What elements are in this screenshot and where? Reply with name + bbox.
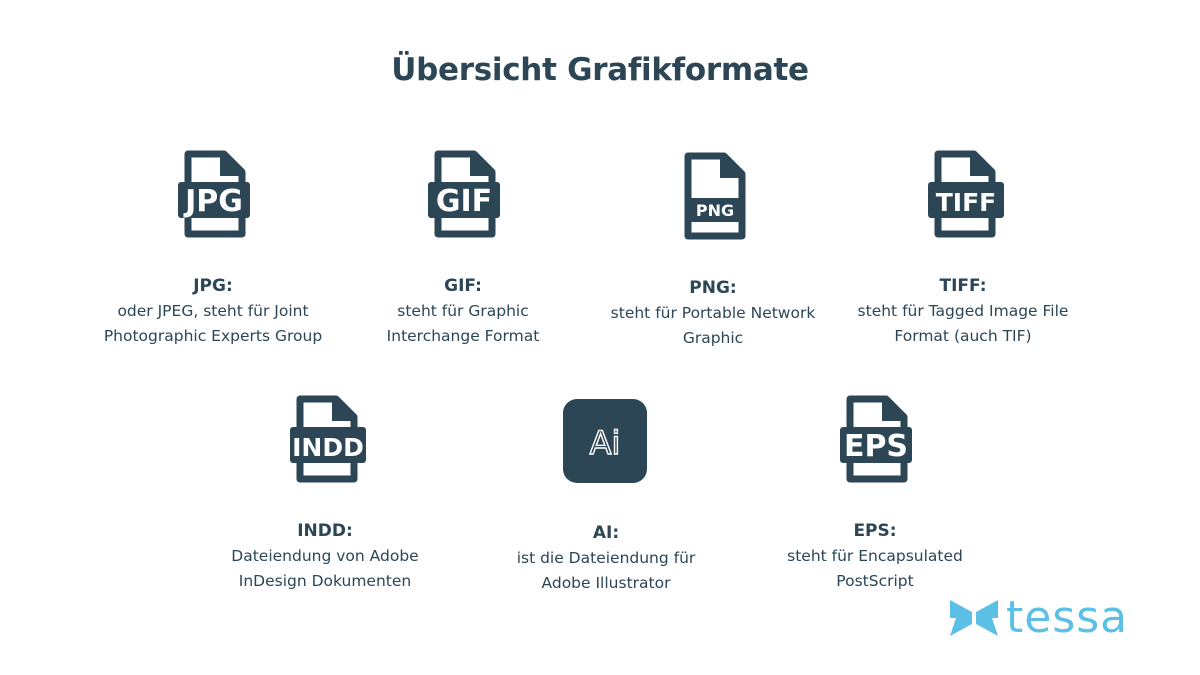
eps-file-icon: EPS (840, 395, 912, 483)
indd-file-icon: INDD (290, 395, 366, 483)
format-label: EPS: (853, 521, 897, 541)
tessa-logo: tessa (948, 596, 1128, 640)
format-description: oder JPEG, steht für Joint (117, 302, 309, 320)
format-label: INDD: (297, 521, 353, 541)
tiff-file-icon: TIFF (928, 150, 1004, 238)
jpg-file-icon: JPG (178, 150, 250, 238)
svg-text:JPG: JPG (183, 184, 243, 219)
format-description: PostScript (836, 572, 914, 590)
svg-text:INDD: INDD (292, 433, 364, 462)
logo-text: tessa (1006, 592, 1129, 643)
adobe-illustrator-icon: Ai (563, 399, 647, 483)
format-label: GIF: (444, 276, 482, 296)
format-label: JPG: (193, 276, 233, 296)
format-description: steht für Portable Network (610, 304, 816, 322)
svg-text:GIF: GIF (436, 184, 492, 219)
svg-text:Ai: Ai (590, 424, 621, 462)
butterfly-logo-icon (950, 600, 998, 636)
format-description: ist die Dateiendung für (516, 549, 696, 567)
format-description: steht für Encapsulated (787, 547, 963, 565)
format-description: Dateiendung von Adobe (231, 547, 419, 565)
svg-text:PNG: PNG (696, 201, 734, 220)
format-description: Format (auch TIF) (894, 327, 1032, 345)
svg-text:TIFF: TIFF (936, 188, 997, 217)
format-label: AI: (592, 523, 620, 543)
gif-file-icon: GIF (428, 150, 500, 238)
format-description: steht für Tagged Image File (857, 302, 1069, 320)
format-label: PNG: (689, 278, 737, 298)
png-file-icon: PNG (684, 152, 746, 240)
format-description: steht für Graphic (397, 302, 529, 320)
page-title: Übersicht Grafikformate (391, 52, 809, 88)
svg-text:EPS: EPS (844, 429, 908, 464)
format-description: Interchange Format (386, 327, 540, 345)
format-description: InDesign Dokumenten (238, 572, 412, 590)
format-description: Photographic Experts Group (103, 327, 323, 345)
format-description: Graphic (682, 329, 744, 347)
format-description: Adobe Illustrator (541, 574, 671, 592)
format-label: TIFF: (939, 276, 987, 296)
